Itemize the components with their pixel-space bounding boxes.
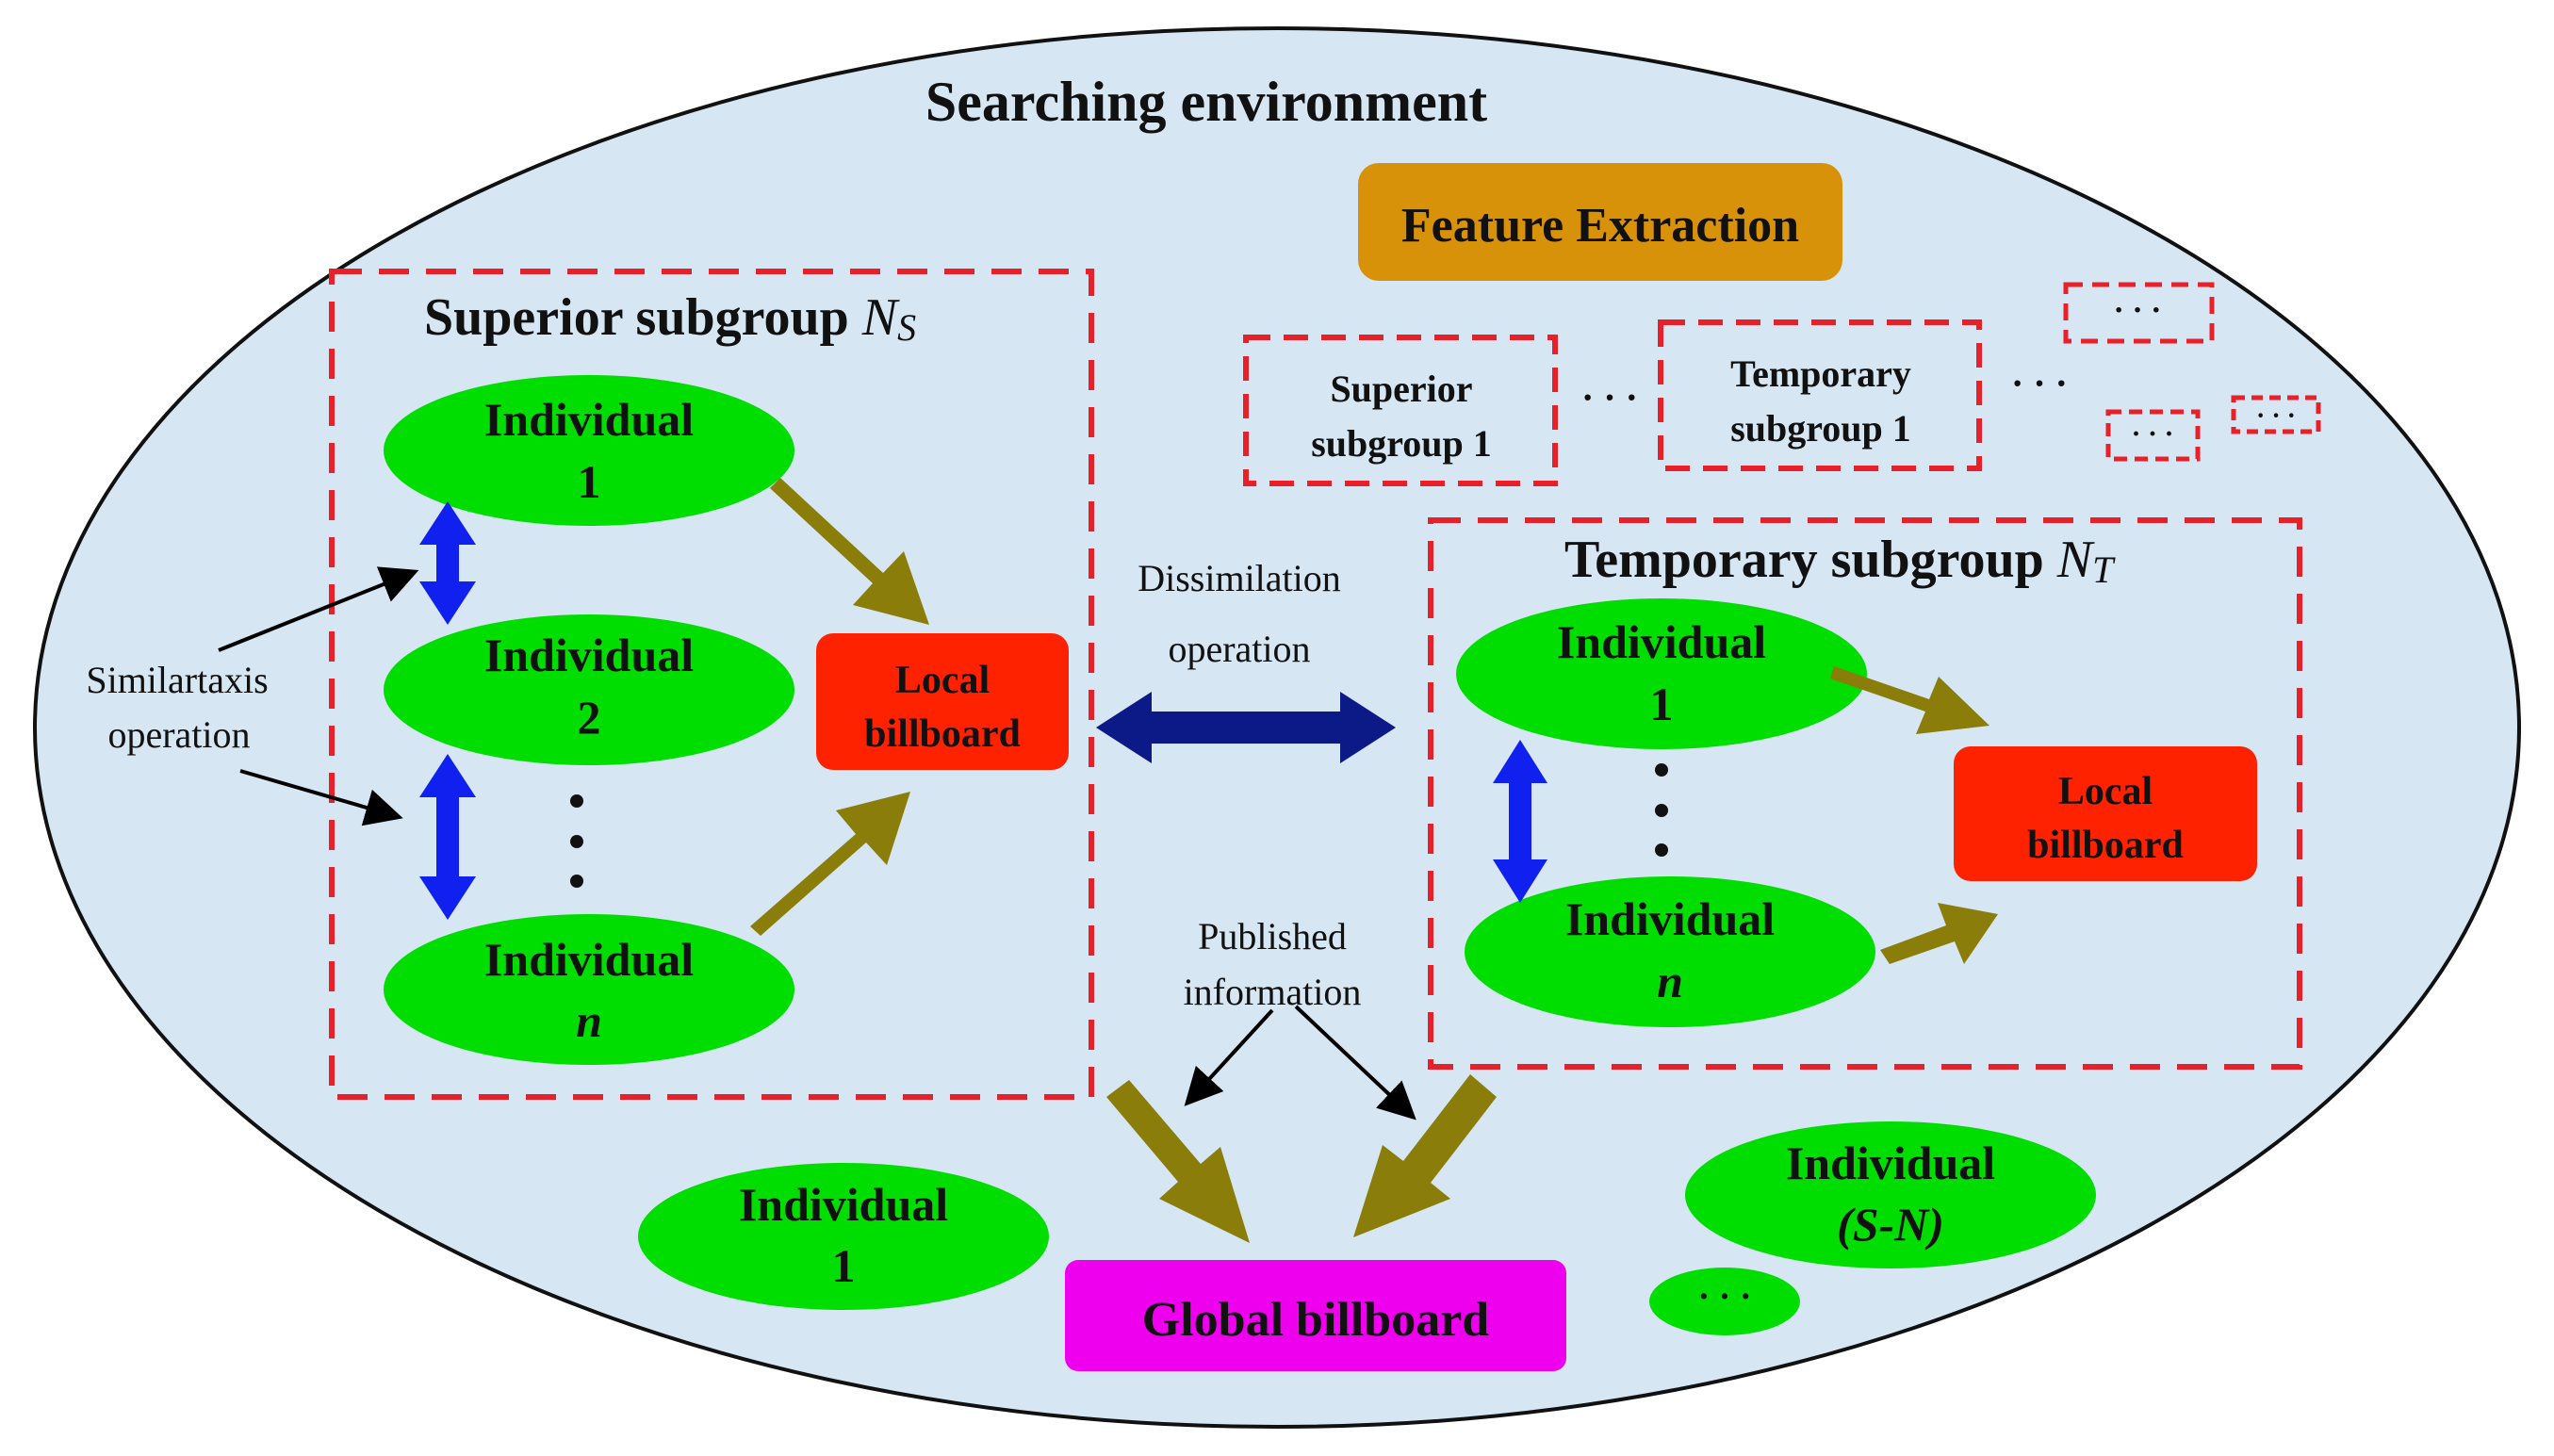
superior-local-billboard (816, 633, 1069, 770)
superior-individual-2 (384, 614, 794, 765)
temporary-local-billboard-line1: Local (2058, 770, 2153, 813)
similartaxis-label-line2: operation (107, 713, 250, 756)
free-individual-1-label: Individual (739, 1178, 948, 1231)
temporary-arrow-ind1-to-billboard (1830, 666, 1989, 734)
feature-extraction-label: Feature Extraction (1401, 199, 1799, 253)
superior-local-billboard-line2: billboard (864, 712, 1021, 756)
dissimilation-label-line2: operation (1168, 628, 1310, 670)
temporary-subgroup-title: Temporary subgroup NT (1564, 531, 2116, 591)
superior-individual-2-number: 2 (578, 691, 601, 744)
superior-title-subscript: S (897, 306, 916, 349)
superior-similartaxis-arrow-lower (419, 754, 476, 920)
published-pointer-right (1294, 1005, 1416, 1121)
similartaxis-pointer-lower (239, 769, 403, 826)
published-label-line1: Published (1198, 915, 1347, 957)
mini-temporary-subgroup-1 (1658, 319, 1982, 471)
published-pointer-left (1184, 1008, 1274, 1106)
temporary-individual-1-label: Individual (1557, 615, 1766, 668)
free-individual-s-n (1685, 1121, 2096, 1268)
mini-box-c (2231, 395, 2321, 434)
temporary-local-billboard-line2: billboard (2027, 824, 2184, 867)
free-individual-s-n-label: Individual (1786, 1137, 1995, 1189)
mini-temporary-line2: subgroup 1 (1730, 407, 1911, 450)
feature-extraction-box (1358, 163, 1842, 281)
similartaxis-label-line1: Similartaxis (86, 659, 268, 701)
superior-subgroup-title: Superior subgroup NS (424, 288, 916, 349)
mini-ellipsis-2: · · · (2011, 362, 2068, 404)
superior-title-symbol: NS (861, 288, 916, 349)
temporary-individual-n (1465, 876, 1875, 1027)
superior-individual-1-number: 1 (578, 455, 601, 508)
superior-individual-n-symbol: n (576, 994, 602, 1047)
temporary-individual-n-label: Individual (1565, 892, 1775, 945)
mini-superior-subgroup-1 (1243, 335, 1558, 486)
temporary-title-text: Temporary subgroup (1564, 531, 2057, 589)
free-individual-ellipsis (1649, 1268, 1800, 1335)
superior-vertical-dots (570, 794, 583, 888)
mini-ellipsis-1: · · · (1581, 376, 1638, 418)
superior-individual-1-label: Individual (484, 393, 694, 446)
mini-superior-line2: subgroup 1 (1311, 422, 1492, 465)
mini-box-c-text: · · · (2256, 401, 2296, 431)
global-billboard-label: Global billboard (1142, 1293, 1490, 1347)
global-billboard (1065, 1260, 1566, 1371)
published-label-line2: information (1184, 971, 1362, 1013)
superior-individual-1 (384, 375, 794, 526)
superior-subgroup-box (329, 269, 1094, 1100)
temporary-local-billboard (1954, 746, 2257, 881)
superior-individual-n-label: Individual (484, 933, 694, 986)
temporary-arrow-indn-to-billboard (1880, 903, 1998, 964)
superior-arrow-indn-to-billboard (750, 792, 910, 936)
superior-local-billboard-line1: Local (895, 659, 990, 702)
mini-box-a (2063, 282, 2215, 344)
superior-title-text: Superior subgroup (424, 288, 862, 347)
temporary-similartaxis-arrow (1493, 740, 1547, 903)
free-individual-ellipsis-text: · · · (1697, 1277, 1751, 1317)
arrow-superior-to-global (1106, 1080, 1250, 1243)
temporary-subgroup-box (1428, 517, 2302, 1070)
dissimilation-label-line1: Dissimilation (1138, 557, 1341, 599)
temporary-title-subscript: T (2092, 548, 2116, 591)
superior-individual-2-label: Individual (484, 629, 694, 681)
temporary-individual-1-number: 1 (1650, 678, 1674, 730)
mini-box-a-text: · · · (2113, 293, 2161, 328)
arrow-temporary-to-global (1353, 1074, 1497, 1237)
environment-title: Searching environment (925, 71, 1487, 133)
free-individual-1 (638, 1163, 1049, 1310)
dissimilation-arrow (1096, 692, 1396, 763)
mini-temporary-line1: Temporary (1730, 352, 1911, 395)
temporary-vertical-dots (1655, 763, 1668, 857)
temporary-individual-n-symbol: n (1657, 955, 1683, 1007)
superior-arrow-ind1-to-billboard (770, 478, 929, 625)
free-individual-s-n-symbol: (S-N) (1837, 1198, 1944, 1251)
temporary-individual-1 (1456, 598, 1867, 749)
free-individual-1-number: 1 (832, 1239, 856, 1292)
mini-box-b-text: · · · (2131, 418, 2173, 450)
mini-superior-line1: Superior (1330, 368, 1472, 410)
similartaxis-pointer-upper (218, 566, 419, 652)
superior-similartaxis-arrow-upper (419, 501, 476, 625)
superior-individual-n (384, 914, 794, 1065)
mini-box-b (2105, 409, 2201, 462)
